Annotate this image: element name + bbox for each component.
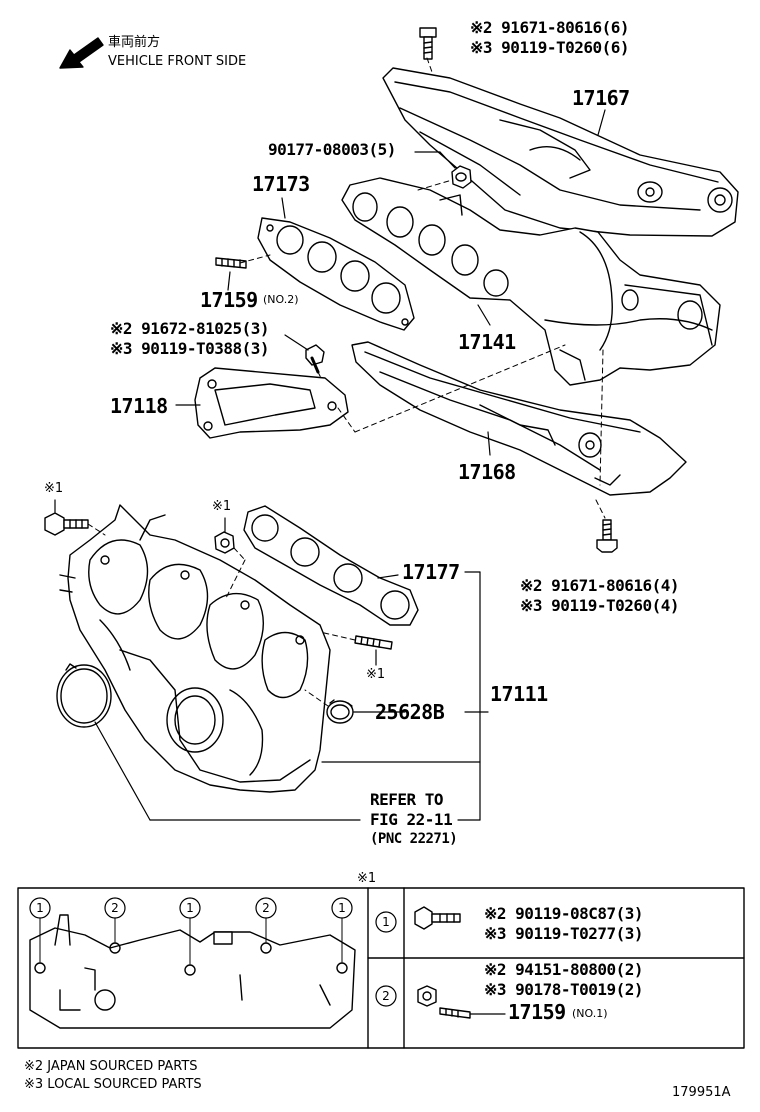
inset-stud-icon: [439, 1007, 506, 1019]
svg-text:1: 1: [36, 901, 44, 915]
mid-bolt-part-line1[interactable]: ※2 91672-81025(3): [110, 319, 270, 338]
inset-row2-note: (NO.1): [572, 1007, 608, 1020]
inset-row2-part-17159[interactable]: 17159: [508, 1000, 566, 1024]
refer-line1[interactable]: REFER TO: [370, 790, 444, 809]
part-90177[interactable]: 90177-08003(5): [268, 140, 396, 159]
throttle-gasket-drawing: [56, 663, 112, 728]
intake-stud-icon: [354, 635, 393, 650]
heat-insulator-lower-drawing: [351, 341, 687, 496]
svg-text:2: 2: [111, 901, 119, 915]
top-bolt-part-line2[interactable]: ※3 90119-T0260(6): [470, 38, 630, 57]
top-bolt-part-line1[interactable]: ※2 91671-80616(6): [470, 18, 630, 37]
row-marker-2: [375, 985, 397, 1007]
part-17111[interactable]: 17111: [490, 682, 548, 706]
inset-markers: [29, 897, 397, 1007]
stud-bolt-icon: [215, 257, 247, 269]
mid-bolt-part-line2[interactable]: ※3 90119-T0388(3): [110, 339, 270, 358]
part-17118[interactable]: 17118: [110, 394, 168, 418]
inset-row2-line2[interactable]: ※3 90178-T0019(2): [484, 980, 644, 999]
part-17141[interactable]: 17141: [458, 330, 516, 354]
refer-line2[interactable]: FIG 22-11: [370, 810, 453, 829]
svg-text:1: 1: [186, 901, 194, 915]
inset-row1-line1[interactable]: ※2 90119-08C87(3): [484, 904, 644, 923]
direction-jp-label: 車両前方: [108, 35, 161, 50]
mid-bolt-icon: [305, 344, 325, 374]
svg-text:1: 1: [338, 901, 346, 915]
svg-text:2: 2: [382, 989, 390, 1003]
part-17159-note: (NO.2): [263, 293, 299, 306]
exhaust-gasket-drawing: [257, 217, 415, 331]
note1-label-bolt: ※1: [44, 481, 64, 496]
part-17159[interactable]: 17159: [200, 288, 258, 312]
inset-marker-2b: [255, 897, 277, 919]
intake-gasket-drawing: [243, 505, 419, 626]
legend-local-sourced: ※3 LOCAL SOURCED PARTS: [24, 1077, 202, 1092]
inset-flange-drawing: [29, 914, 356, 1029]
bottom-bolt-part-line2[interactable]: ※3 90119-T0260(4): [520, 596, 680, 615]
part-17177[interactable]: 17177: [402, 560, 460, 584]
inset-marker-1a: [29, 897, 51, 919]
inset-marker-labels: 1 2 1 2 1 1 2: [36, 901, 390, 1003]
svg-text:1: 1: [382, 915, 390, 929]
top-bolt-icon: [419, 27, 437, 60]
inset-title: ※1: [357, 871, 377, 886]
inset-row1-line2[interactable]: ※3 90119-T0277(3): [484, 924, 644, 943]
nut-icon: [451, 165, 472, 189]
inset-nut-icon: [417, 985, 437, 1007]
bottom-bolt-part-line1[interactable]: ※2 91671-80616(4): [520, 576, 680, 595]
note1-label-stud: ※1: [366, 667, 386, 682]
refer-line3[interactable]: (PNC 22271): [370, 831, 458, 847]
intake-bolt-icon: [44, 512, 89, 536]
intake-reference-dashed-lines: [87, 523, 356, 707]
inset-bolt-icon: [414, 906, 461, 930]
intake-manifold-drawing: [59, 504, 331, 793]
intake-nut-icon: [214, 531, 235, 554]
direction-en-label: VEHICLE FRONT SIDE: [108, 54, 247, 69]
front-direction-arrow-icon: [59, 37, 104, 69]
bottom-bolt-icon: [596, 519, 618, 553]
inset-marker-2a: [104, 897, 126, 919]
figure-id: 179951A: [672, 1085, 731, 1100]
inset-marker-1c: [331, 897, 353, 919]
manifold-bracket-drawing: [194, 367, 349, 439]
row-marker-1: [375, 911, 397, 933]
part-17168[interactable]: 17168: [458, 460, 516, 484]
part-17167[interactable]: 17167: [572, 86, 630, 110]
inset-box: [17, 887, 745, 1049]
part-17173[interactable]: 17173: [252, 172, 310, 196]
o-ring-drawing: [326, 699, 354, 724]
part-25628b[interactable]: 25628B: [375, 700, 445, 724]
note1-label-nut: ※1: [212, 499, 232, 514]
inset-marker-1b: [179, 897, 201, 919]
heat-insulator-upper-drawing: [382, 67, 739, 237]
leader-lines: [54, 109, 606, 821]
svg-text:2: 2: [262, 901, 270, 915]
reference-dashed-lines: [239, 57, 606, 519]
exhaust-manifold-drawing: [341, 177, 721, 386]
inset-row2-line1[interactable]: ※2 94151-80800(2): [484, 960, 644, 979]
legend-japan-sourced: ※2 JAPAN SOURCED PARTS: [24, 1059, 198, 1074]
